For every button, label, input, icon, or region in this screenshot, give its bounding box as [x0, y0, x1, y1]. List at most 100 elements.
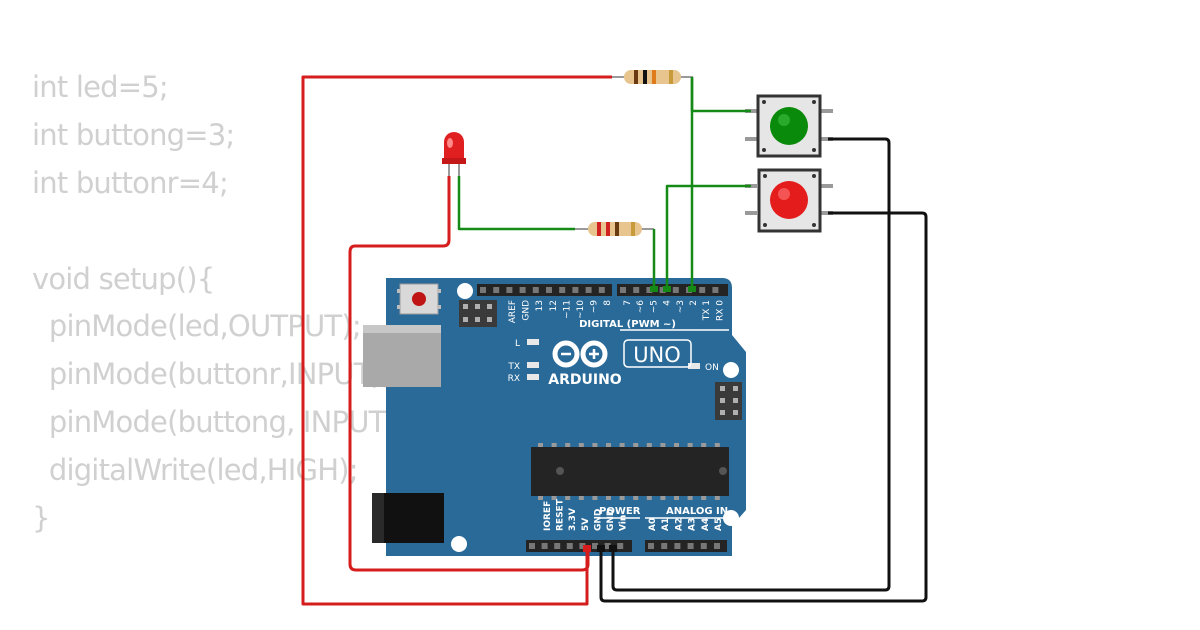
arduino-logo-icon	[552, 340, 608, 368]
pin-connection	[688, 286, 696, 292]
chip-pin	[633, 496, 639, 500]
code-line: int buttong=3;	[32, 117, 235, 152]
header-pin	[661, 543, 668, 549]
icsp-pin	[733, 386, 738, 391]
red-led[interactable]	[442, 132, 466, 176]
green-button-cap	[770, 107, 808, 145]
resistor-band	[652, 70, 656, 84]
digital-pin-label: 8	[603, 300, 613, 306]
usb-port-top	[363, 325, 441, 333]
chip-body	[531, 447, 729, 496]
header-pin	[579, 543, 586, 549]
wire-led-cathode[interactable]	[348, 176, 590, 572]
power-jack	[372, 493, 444, 543]
power-pin-label: 5V	[581, 518, 591, 531]
analog-pin-label: A1	[661, 518, 671, 531]
reset-button-pin	[397, 305, 401, 309]
code-line: }	[32, 501, 50, 536]
digital-pin-label: AREF	[508, 300, 518, 323]
chip-dot	[556, 467, 564, 475]
header-pin	[598, 287, 605, 293]
chip-pin	[687, 443, 693, 447]
chip-pin	[551, 496, 557, 500]
model-label-box	[623, 339, 692, 368]
header-pin	[714, 543, 720, 549]
button-corner	[812, 100, 816, 104]
resistor-led[interactable]	[575, 222, 654, 236]
digital-pin-label: 4	[663, 300, 673, 306]
header-pin	[604, 543, 611, 549]
button-leg	[820, 109, 833, 113]
analog-pin-label: A0	[648, 518, 658, 531]
header-pin	[592, 543, 598, 549]
resistor-top[interactable]	[612, 70, 693, 84]
usb-port	[363, 325, 441, 387]
button-leg	[745, 211, 757, 215]
header-pin	[620, 287, 626, 293]
chip-dot	[719, 467, 727, 475]
green-push-button[interactable]	[745, 94, 833, 158]
reset-button-pin	[437, 305, 441, 309]
chip-pin	[565, 443, 571, 447]
analog-pin-label: A2	[674, 518, 684, 531]
digital-pin-label: 2	[689, 300, 699, 306]
chip-pin	[578, 496, 584, 500]
wire-led-anode[interactable]	[457, 176, 575, 231]
header-pin	[554, 543, 561, 549]
resistor-band	[606, 222, 610, 236]
microcontroller-chip	[531, 443, 729, 500]
code-listing: int led=5; int buttong=3; int buttonr=4;…	[32, 64, 406, 543]
wire-green-button[interactable]	[690, 77, 751, 113]
digital-pin-label: GND	[522, 300, 532, 321]
header-pin	[529, 543, 535, 549]
chip-pin	[687, 496, 693, 500]
wire-pin4-red-button[interactable]	[665, 184, 751, 289]
digital-header-label: DIGITAL (PWM ~)	[579, 319, 676, 330]
reset-button-pin	[397, 289, 401, 293]
chip-pin	[674, 496, 679, 500]
header-pin	[659, 287, 666, 293]
header-pin	[506, 287, 513, 293]
analog-pin-label: A4	[701, 518, 711, 531]
code-line: int led=5;	[32, 70, 169, 104]
digital-pin-label: ~3	[676, 300, 686, 313]
power-analog-header	[526, 540, 727, 552]
analog-label: ANALOG IN	[666, 506, 728, 517]
header-pin	[546, 287, 552, 293]
button-corner	[812, 148, 816, 152]
chip-pin	[592, 496, 598, 500]
button-leg	[820, 137, 833, 141]
reset-button[interactable]	[397, 283, 441, 315]
chip-pin	[538, 443, 543, 447]
usb-port-body	[363, 325, 441, 387]
header-pin	[480, 287, 486, 293]
red-button-cap	[770, 181, 808, 219]
header-pin	[541, 543, 548, 549]
chip-pin	[619, 443, 625, 447]
wire-5v-resistor[interactable]	[301, 75, 612, 606]
code-line: pinMode(buttonr,INPUT);	[32, 357, 391, 392]
wire-green-button-gnd[interactable]	[611, 137, 891, 592]
icsp-pin	[463, 304, 468, 309]
power-pin-label: Vin	[619, 515, 629, 531]
button-shine	[778, 114, 790, 126]
button-leg	[820, 211, 833, 215]
red-push-button[interactable]	[745, 168, 833, 233]
power-pin-label: RESET	[556, 498, 566, 531]
header-pin	[572, 287, 579, 293]
power-jack-side	[372, 493, 384, 543]
power-label: POWER	[599, 506, 641, 517]
wire-red-button-gnd[interactable]	[599, 211, 928, 603]
chip-pin	[714, 496, 720, 500]
code-line: int buttonr=4;	[32, 165, 229, 200]
chip-pin	[606, 443, 611, 447]
button-shine	[778, 188, 790, 200]
chip-pin	[592, 443, 598, 447]
on-led-label: ON	[705, 363, 719, 373]
resistor-band	[615, 222, 619, 236]
reset-button-cap	[412, 292, 426, 306]
header-pin	[699, 287, 706, 293]
